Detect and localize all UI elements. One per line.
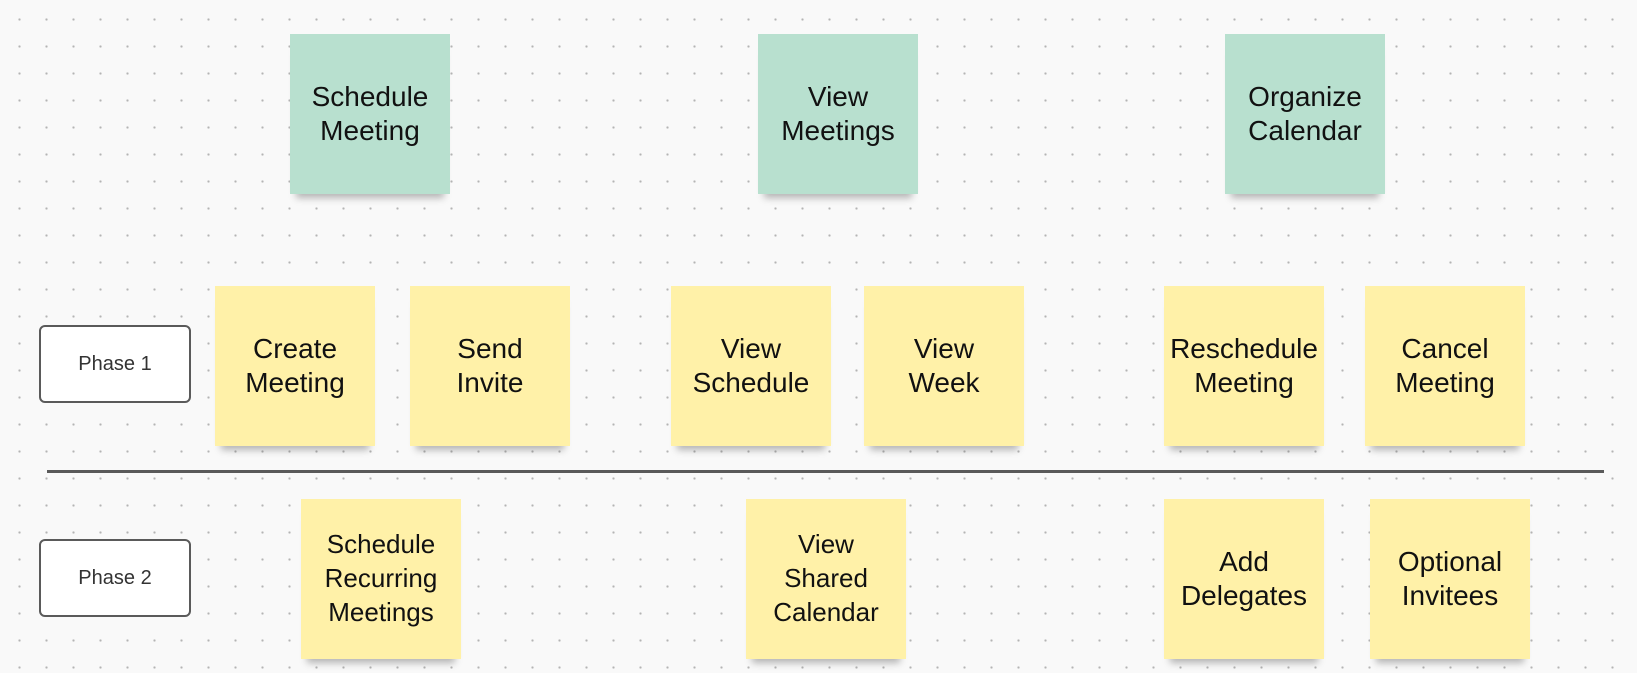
phase-2-label[interactable]: Phase 2 bbox=[39, 539, 191, 617]
phase-1-label[interactable]: Phase 1 bbox=[39, 325, 191, 403]
epic-view-meetings[interactable]: View Meetings bbox=[758, 34, 918, 194]
story-create-meeting[interactable]: Create Meeting bbox=[215, 286, 375, 446]
story-view-shared-calendar[interactable]: View Shared Calendar bbox=[746, 499, 906, 659]
epic-schedule-meeting[interactable]: Schedule Meeting bbox=[290, 34, 450, 194]
story-view-schedule[interactable]: View Schedule bbox=[671, 286, 831, 446]
story-add-delegates[interactable]: Add Delegates bbox=[1164, 499, 1324, 659]
phase-divider bbox=[47, 470, 1604, 473]
epic-organize-calendar[interactable]: Organize Calendar bbox=[1225, 34, 1385, 194]
story-send-invite[interactable]: Send Invite bbox=[410, 286, 570, 446]
story-optional-invitees[interactable]: Optional Invitees bbox=[1370, 499, 1530, 659]
story-schedule-recurring-meetings[interactable]: Schedule Recurring Meetings bbox=[301, 499, 461, 659]
story-cancel-meeting[interactable]: Cancel Meeting bbox=[1365, 286, 1525, 446]
story-reschedule-meeting[interactable]: Reschedule Meeting bbox=[1164, 286, 1324, 446]
story-view-week[interactable]: View Week bbox=[864, 286, 1024, 446]
